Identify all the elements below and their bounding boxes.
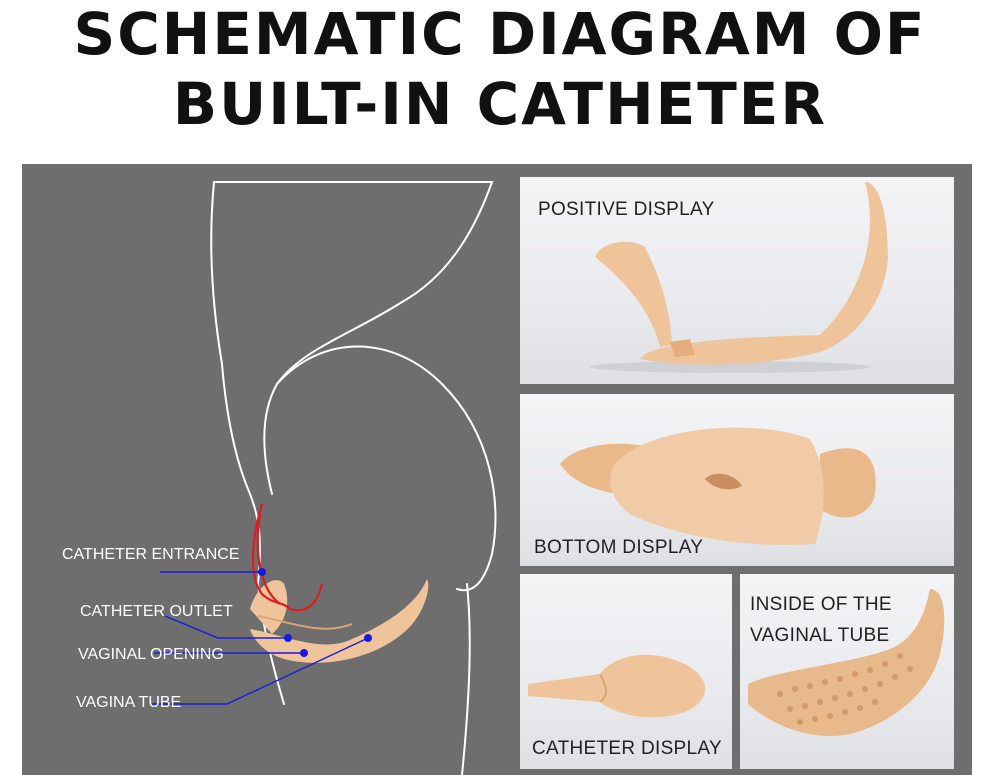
caption-positive-display: POSITIVE DISPLAY — [538, 199, 715, 220]
photo-inside-vaginal-tube: INSIDE OF THE VAGINAL TUBE — [740, 574, 954, 769]
pointer-lines — [152, 571, 369, 705]
catheter-display-image — [528, 654, 706, 718]
body-outline — [210, 181, 497, 775]
caption-inside-line-1: INSIDE OF THE — [750, 594, 892, 615]
body-outline-diagram — [152, 181, 497, 775]
title-line-1: SCHEMATIC DIAGRAM OF — [73, 0, 927, 68]
label-catheter-outlet: CATHETER OUTLET — [80, 603, 233, 620]
catheter-path — [251, 503, 324, 612]
pointer-dots — [258, 568, 372, 657]
bottom-display-image — [560, 427, 876, 545]
inside-tube-image — [748, 589, 945, 736]
positive-display-image — [590, 182, 888, 373]
caption-catheter-display: CATHETER DISPLAY — [532, 738, 722, 759]
label-catheter-entrance: CATHETER ENTRANCE — [62, 546, 240, 563]
caption-bottom-display: BOTTOM DISPLAY — [534, 537, 704, 558]
photo-bottom-display: BOTTOM DISPLAY — [520, 394, 954, 566]
label-vagina-tube: VAGINA TUBE — [76, 694, 182, 711]
diagram-product — [250, 579, 429, 663]
photo-catheter-display: CATHETER DISPLAY — [520, 574, 732, 769]
title-line-2: BUILT-IN CATHETER — [172, 70, 828, 138]
caption-inside-line-2: VAGINAL TUBE — [750, 625, 890, 646]
photo-positive-display: POSITIVE DISPLAY — [520, 177, 954, 384]
content-panel: CATHETER ENTRANCE CATHETER OUTLET VAGINA… — [22, 164, 972, 775]
label-vaginal-opening: VAGINAL OPENING — [78, 646, 224, 663]
